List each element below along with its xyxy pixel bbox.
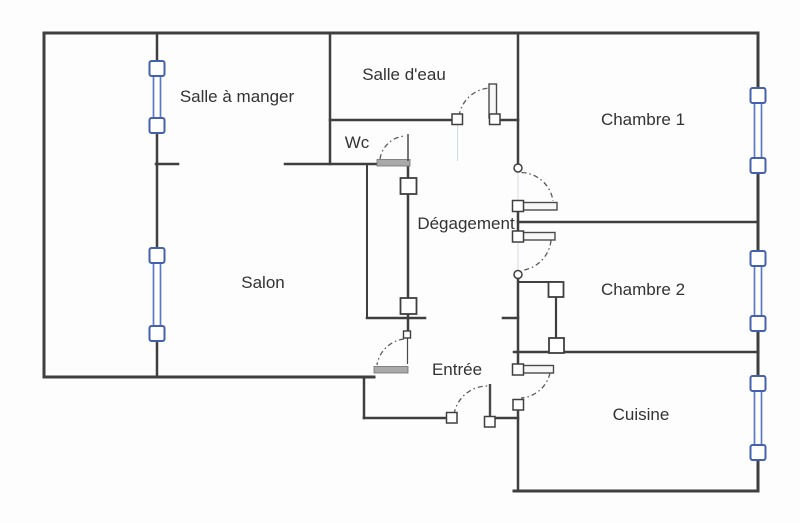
room-label-chambre-2: Chambre 2 [601,280,685,299]
door-entree-jamb-square [483,415,496,428]
door-cuisine-jamb-square [512,398,525,411]
room-label-salle-d-eau: Salle d'eau [362,65,446,84]
door-chambre-1 [511,163,558,213]
door-cuisine-swing-arc [520,372,551,399]
door-entree-swing-arc [453,385,489,415]
closet-partition-degagement-square [399,297,418,315]
door-chambre-2-hinge-square [511,230,525,243]
window-chambre-2-frame-square [749,250,767,267]
windows-layer [148,60,767,461]
door-wc [376,134,411,167]
door-chambre-1-hinge-square [511,199,525,213]
window-chambre-1-frame-square [749,87,767,104]
door-salle-d-eau-swing-arc [458,87,491,117]
door-salle-d-eau [451,83,501,126]
door-salle-d-eau-jamb-square [488,113,501,126]
closet-partition-chambre-2-square [547,281,565,298]
closet-partition-degagement-square [399,177,418,195]
door-cuisine-hinge-square [511,363,525,376]
window-salon [148,247,166,342]
door-chambre-2-swing-arc [521,240,552,272]
window-salle-a-manger [148,60,166,134]
door-chambre-2 [511,230,556,280]
room-label-salon: Salon [241,273,284,292]
window-salon-glazing [152,260,162,329]
closets-layer [399,177,565,354]
door-wc-leaf-bar [376,159,411,167]
window-salle-a-manger-frame-square [148,60,166,77]
door-salon-swing-arc [376,338,405,366]
door-chambre-2-jamb-circle [513,269,523,280]
room-label-wc: Wc [345,133,370,152]
door-chambre-1-leaf [522,201,558,211]
door-entree [445,384,496,428]
room-label-entree: Entrée [432,360,482,379]
door-cuisine-leaf [521,364,555,374]
door-salon-tip-square [402,330,412,339]
closet-partition-degagement [399,177,418,315]
door-salon [373,330,412,374]
guides-layer [457,122,519,271]
room-label-cuisine: Cuisine [613,405,670,424]
room-label-salle-a-manger: Salle à manger [180,87,295,106]
door-chambre-2-leaf [522,231,556,241]
window-chambre-2-frame-square [749,315,767,332]
window-chambre-1-glazing [753,100,763,161]
window-chambre-2-glazing [753,263,763,319]
window-salle-a-manger-glazing [152,73,162,121]
window-salon-frame-square [148,325,166,342]
window-cuisine-glazing [753,388,763,448]
door-salon-leaf-bar [373,366,409,374]
window-salle-a-manger-frame-square [148,117,166,134]
door-salle-d-eau-jamb-square [451,113,464,126]
door-wc-swing-arc [379,135,406,160]
door-chambre-1-swing-arc [521,171,554,202]
door-cuisine [511,363,555,411]
window-chambre-2 [749,250,767,332]
window-cuisine [749,375,767,461]
window-cuisine-frame-square [749,375,767,392]
window-chambre-1 [749,87,767,174]
window-salon-frame-square [148,247,166,264]
door-salle-d-eau-leaf [488,83,498,119]
closet-partition-chambre-2 [547,281,565,354]
room-label-chambre-1: Chambre 1 [601,110,685,129]
door-chambre-1-jamb-circle [513,163,523,173]
window-chambre-1-frame-square [749,157,767,174]
door-entree-jamb-square [445,411,458,424]
closet-partition-chambre-2-square [548,337,565,354]
room-label-degagement: Dégagement [417,214,515,233]
doors-layer [373,83,558,428]
window-cuisine-frame-square [749,444,767,461]
